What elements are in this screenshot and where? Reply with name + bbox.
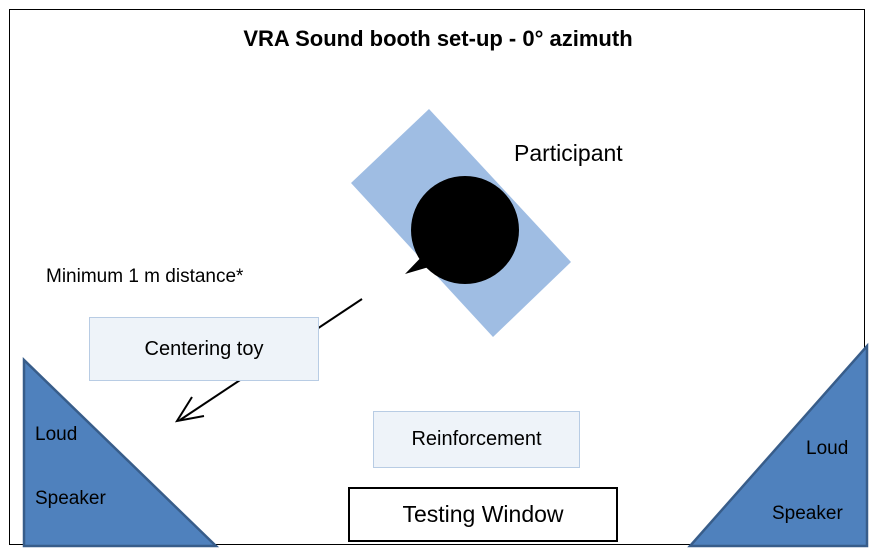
- right-speaker-label-line1: Loud: [806, 438, 849, 459]
- reinforcement-box: Reinforcement: [373, 411, 580, 468]
- testing-window-box: Testing Window: [348, 487, 618, 542]
- participant-label: Participant: [514, 140, 623, 166]
- left-loudspeaker: [22, 357, 220, 548]
- left-speaker-label-line2: Speaker: [35, 488, 106, 509]
- testing-window-label: Testing Window: [402, 501, 564, 527]
- right-loudspeaker: [687, 342, 869, 548]
- centering-toy-box: Centering toy: [89, 317, 319, 381]
- left-speaker-label-line1: Loud: [35, 424, 78, 445]
- reinforcement-label: Reinforcement: [411, 428, 542, 450]
- distance-label: Minimum 1 m distance*: [46, 266, 244, 287]
- page-title: VRA Sound booth set-up - 0° azimuth: [243, 26, 633, 51]
- participant-head-icon: [411, 176, 519, 284]
- right-speaker-label-line2: Speaker: [772, 503, 843, 524]
- centering-toy-label: Centering toy: [144, 337, 264, 360]
- arrowhead-icon: [174, 396, 205, 423]
- diagram-border: [9, 9, 865, 545]
